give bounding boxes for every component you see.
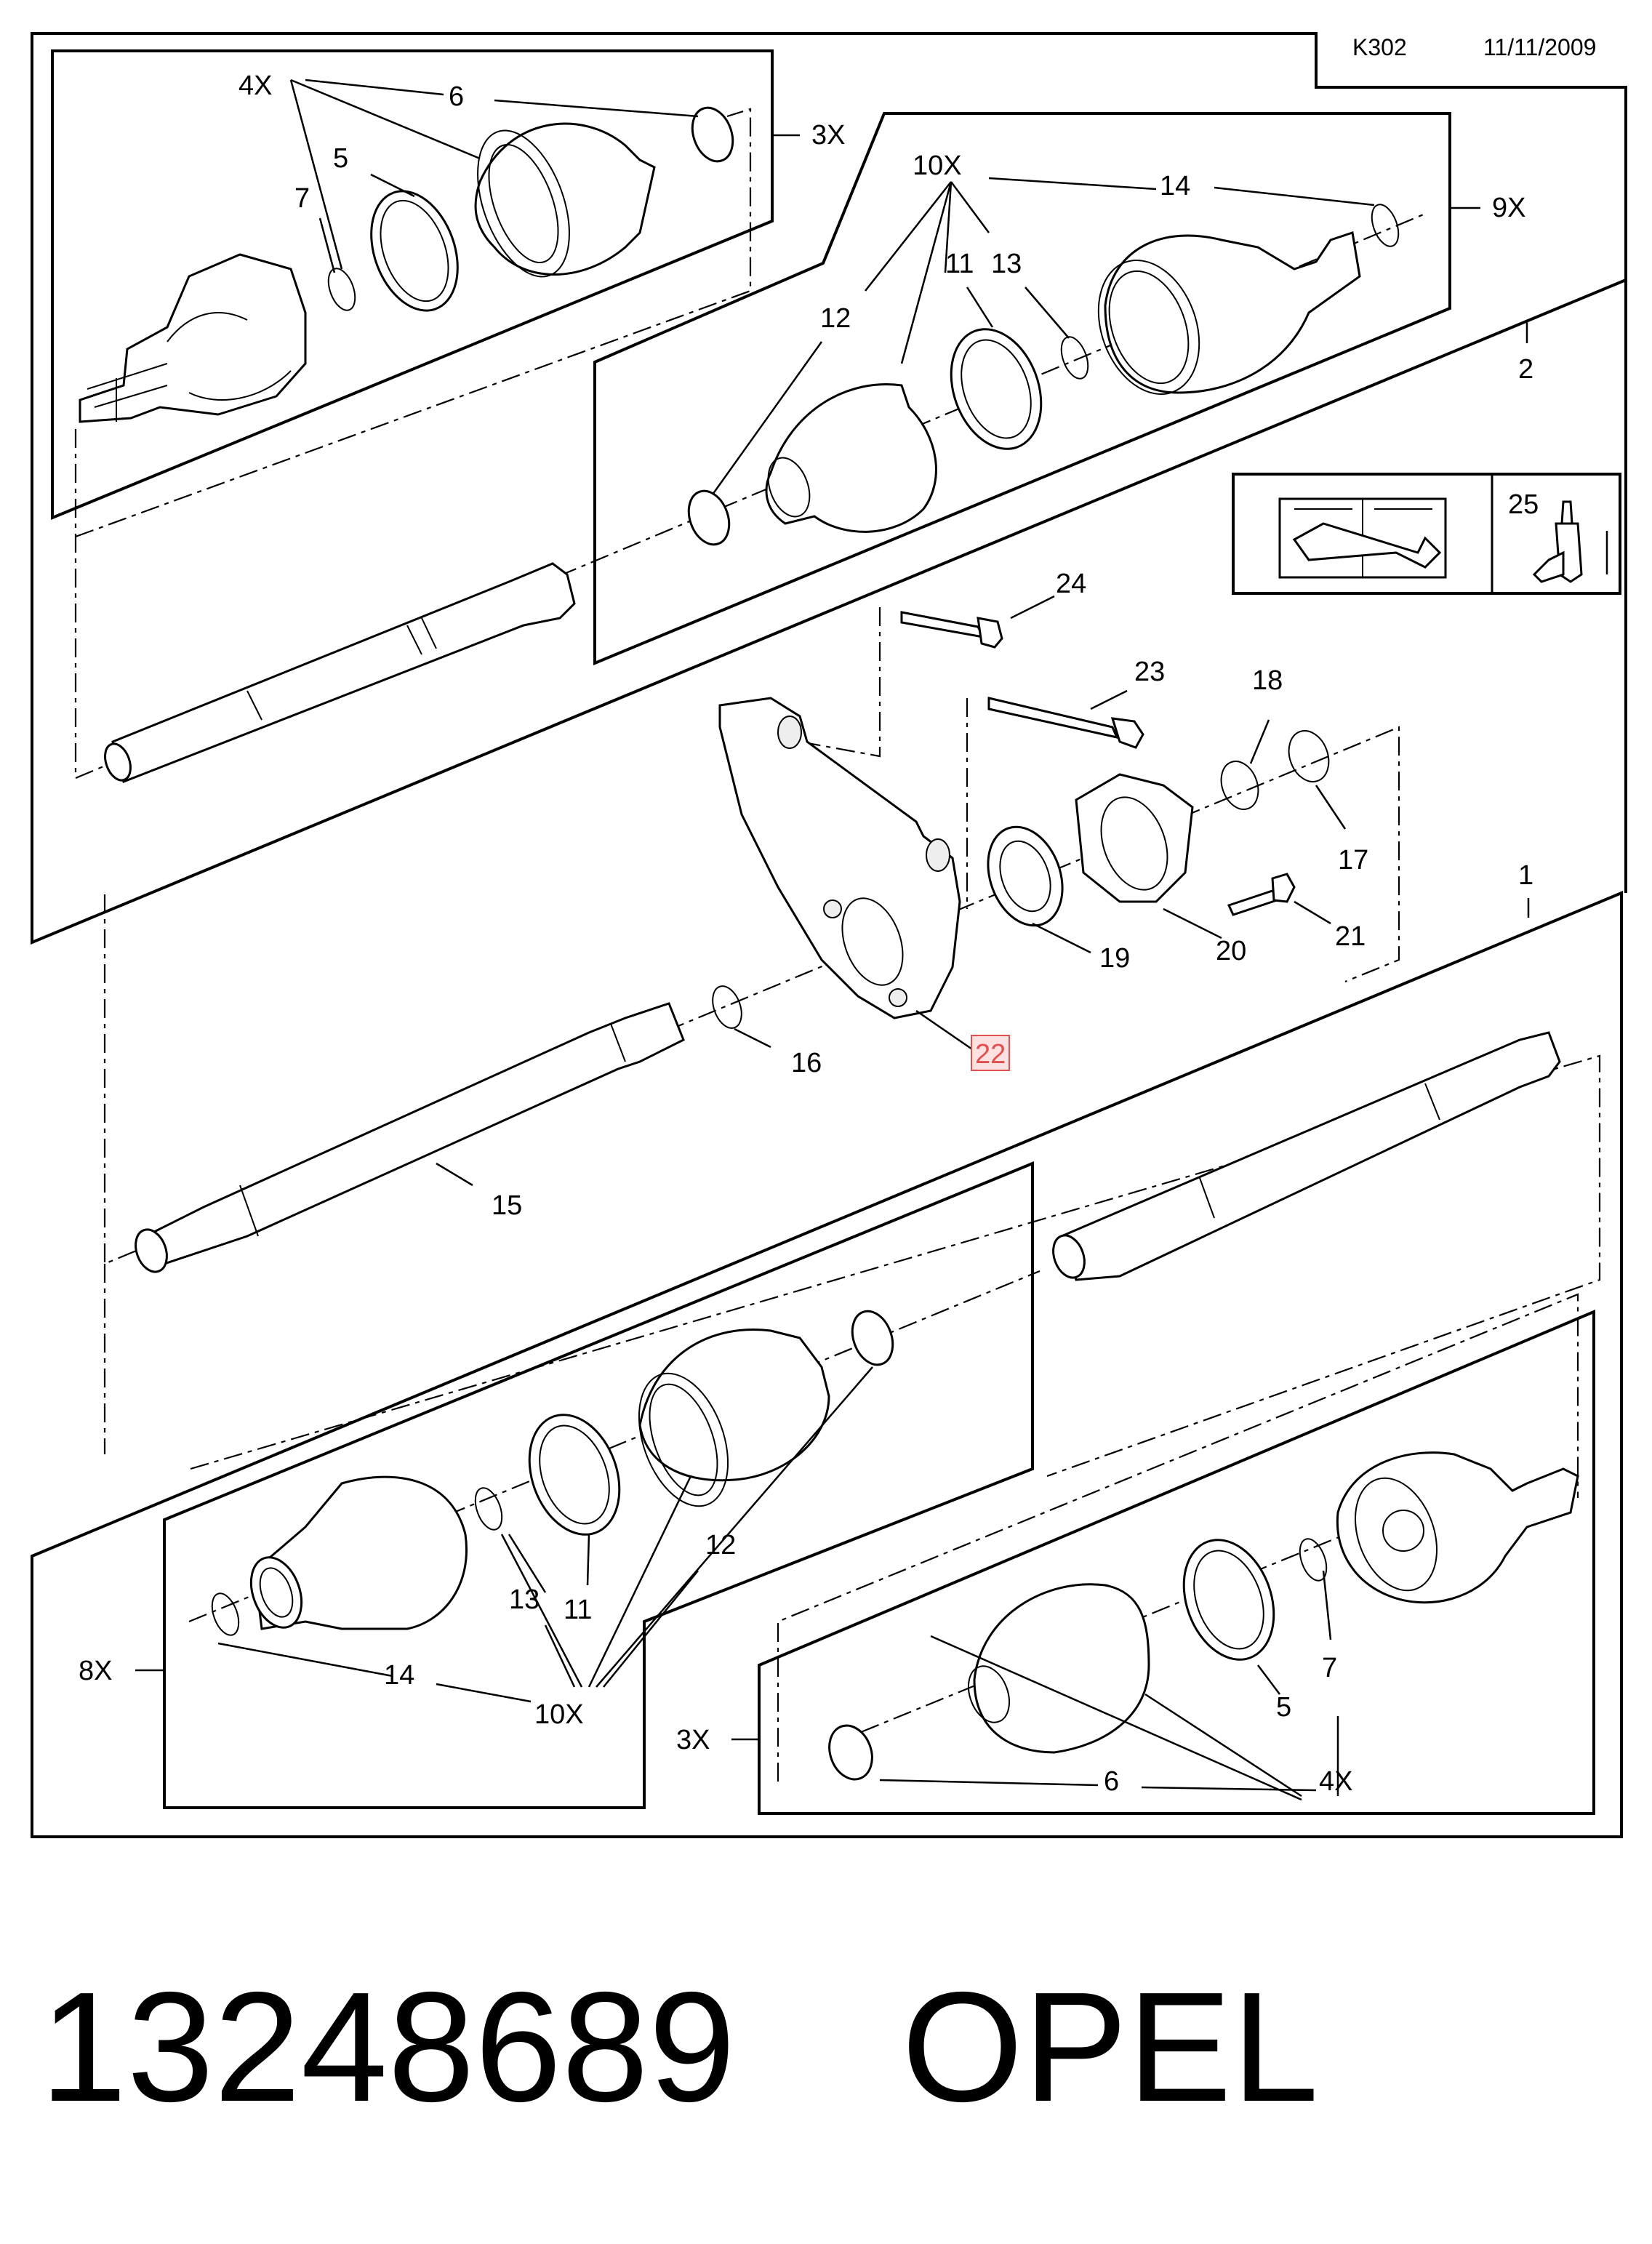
callout-19: 19 <box>1099 943 1130 974</box>
callout-7-bot: 7 <box>1322 1653 1337 1683</box>
callout-22[interactable]: 22 <box>975 1039 1006 1070</box>
callout-11-bot: 11 <box>564 1595 592 1625</box>
callout-12-bot: 12 <box>705 1530 736 1560</box>
callout-6-bot: 6 <box>1104 1766 1119 1797</box>
brand-name: OPEL <box>902 1959 1319 2134</box>
callout-3x-bot: 3X <box>676 1725 710 1755</box>
callout-10x-top: 10X <box>913 151 962 181</box>
callout-5-top: 5 <box>333 143 348 174</box>
callout-23: 23 <box>1134 657 1165 687</box>
inset-outer-joint-top: 3X 4X 6 5 7 <box>51 49 845 778</box>
callout-18: 18 <box>1252 665 1283 696</box>
intermediate-shaft-upper <box>104 562 576 784</box>
callout-13-bot: 13 <box>509 1584 540 1615</box>
main-frame <box>31 32 1627 1838</box>
callout-17: 17 <box>1338 845 1368 875</box>
callout-12-top: 12 <box>820 303 851 334</box>
callout-11-top: 11 <box>945 249 974 279</box>
callout-6-top: 6 <box>449 81 464 112</box>
callout-14-bot: 14 <box>384 1660 414 1691</box>
diagram-code: K302 <box>1352 34 1407 60</box>
callout-5-bot: 5 <box>1276 1692 1291 1723</box>
service-manual-icon <box>1278 497 1447 579</box>
grease-tube-icon <box>1532 500 1608 583</box>
inset-inner-joint-bottom: 8X 13 11 12 14 10X <box>79 1161 1040 1809</box>
callout-8x: 8X <box>79 1656 112 1686</box>
service-icons-box: 25 <box>1232 473 1621 595</box>
callout-7-top: 7 <box>294 183 310 214</box>
callout-1: 1 <box>1518 860 1533 891</box>
callout-15: 15 <box>492 1190 522 1221</box>
part-number: 13248689 <box>40 1959 736 2134</box>
bearing-bracket-assembly: 24 23 22 19 20 21 18 <box>103 569 1400 1265</box>
callout-4x-bot: 4X <box>1319 1766 1352 1797</box>
callout-20: 20 <box>1216 936 1246 966</box>
callout-9x: 9X <box>1492 193 1525 223</box>
callout-13-top: 13 <box>991 249 1022 279</box>
diagram-date: 11/11/2009 <box>1483 34 1596 60</box>
inset-inner-joint-top: 9X 10X 14 11 13 12 <box>75 112 1525 780</box>
callout-25: 25 <box>1508 489 1539 520</box>
callout-10x-bot: 10X <box>534 1699 584 1730</box>
intermediate-shaft-15: 15 16 <box>135 985 822 1273</box>
callout-24: 24 <box>1056 569 1086 599</box>
intermediate-shaft-lower <box>103 1031 1601 1478</box>
callout-14-top: 14 <box>1160 171 1190 201</box>
highlight-box-22 <box>971 1035 1010 1071</box>
inset-outer-joint-bottom: 3X 7 5 6 4X <box>676 1293 1595 1815</box>
callout-3x-top: 3X <box>811 120 845 151</box>
callout-2: 2 <box>1518 354 1533 385</box>
callout-16: 16 <box>791 1048 822 1078</box>
callout-4x-top: 4X <box>238 71 272 101</box>
callout-21: 21 <box>1335 921 1366 952</box>
